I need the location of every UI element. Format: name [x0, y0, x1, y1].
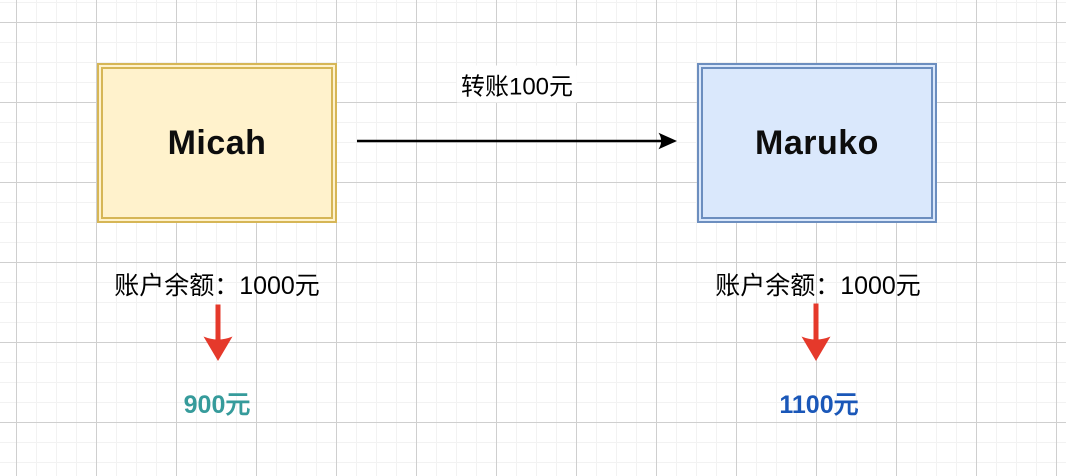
- node-micah-label: Micah: [167, 123, 267, 162]
- balance-before-micah: 账户余额：1000元: [114, 272, 320, 300]
- transfer-arrow-label: 转账100元: [456, 65, 578, 103]
- balance-change-arrow-maruko: [801, 303, 831, 361]
- node-maruko-label: Maruko: [755, 123, 879, 162]
- balance-after-micah: 900元: [183, 391, 251, 419]
- node-maruko-inner-border: Maruko: [701, 67, 933, 219]
- balance-change-arrow-micah: [203, 304, 233, 361]
- balance-before-maruko: 账户余额：1000元: [715, 272, 921, 300]
- balance-change-arrowhead-micah-icon: [203, 336, 233, 361]
- transfer-arrowhead-icon: [658, 132, 677, 150]
- transfer-arrow: [357, 132, 677, 150]
- node-micah: Micah: [97, 63, 337, 223]
- node-micah-inner-border: Micah: [101, 67, 333, 219]
- balance-change-arrowhead-maruko-icon: [801, 336, 831, 361]
- balance-after-maruko: 1100元: [779, 391, 859, 419]
- node-maruko: Maruko: [697, 63, 937, 223]
